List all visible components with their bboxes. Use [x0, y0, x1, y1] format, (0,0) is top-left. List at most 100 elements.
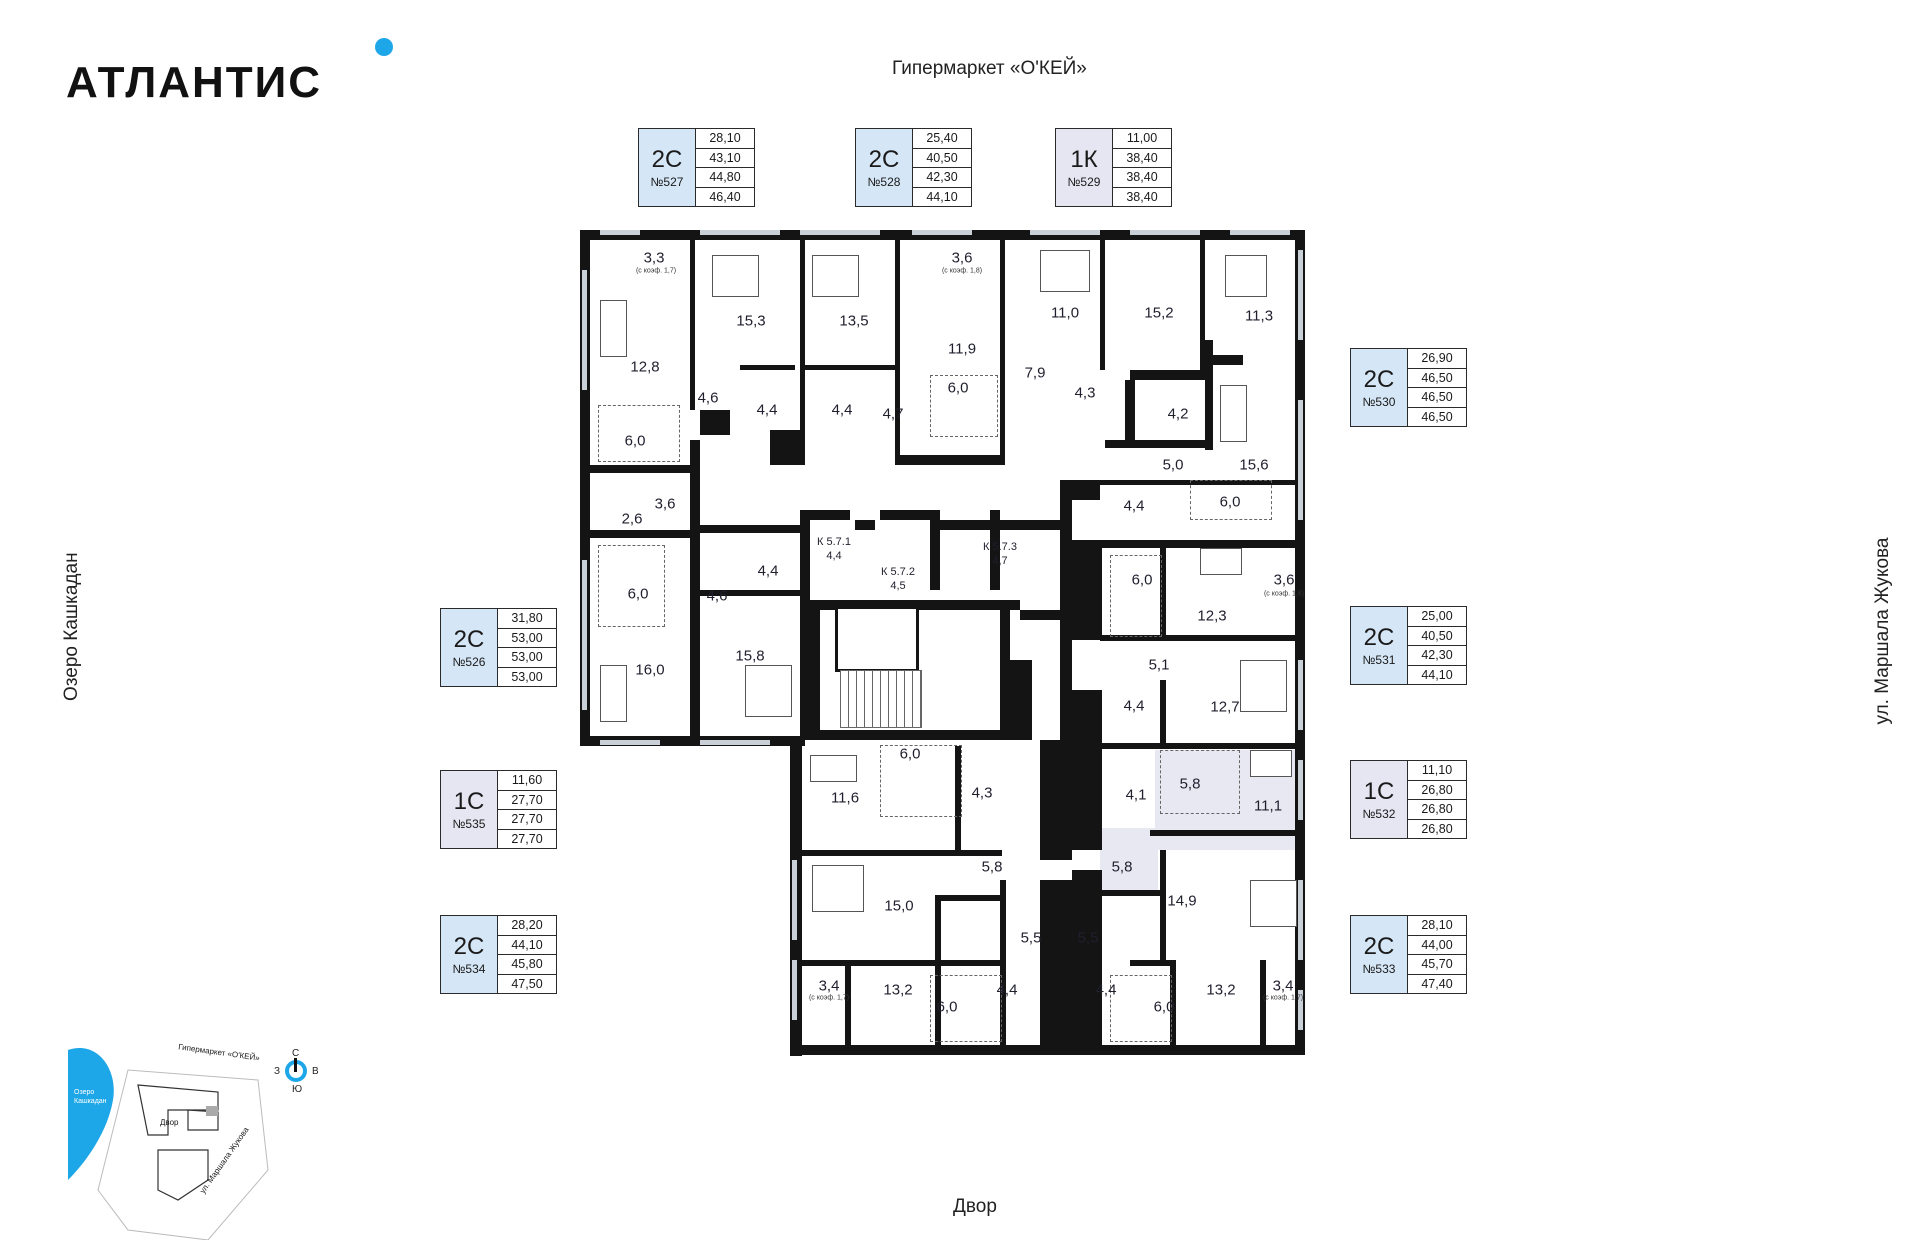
- apartment-number: №534: [452, 961, 486, 976]
- room-area: 6,0: [947, 379, 969, 397]
- corridor-id: К 5.7.3: [983, 541, 1017, 553]
- corridor-area: 4,5: [890, 580, 906, 592]
- room-area: 14,9: [1167, 892, 1197, 910]
- area-value: 46,40: [709, 189, 741, 204]
- area-value: 44,80: [696, 168, 754, 188]
- room-area: 3,6: [951, 249, 973, 267]
- apartment-type: 2С: [1363, 365, 1395, 393]
- compass-south: Ю: [292, 1084, 303, 1095]
- apartment-number: №527: [650, 174, 684, 189]
- area-value: 11,10: [1408, 761, 1466, 781]
- area-value: 38,40: [1126, 189, 1158, 204]
- site-map-drawing: [68, 1048, 269, 1241]
- room-area: 6,0: [936, 998, 958, 1016]
- corridor-id: К 5.7.1: [817, 536, 851, 548]
- area-value: 44,00: [1408, 936, 1466, 955]
- area-value: 43,10: [696, 149, 754, 168]
- room-area: 11,3: [1244, 307, 1274, 325]
- room-area: 4,4: [1123, 497, 1145, 515]
- area-value: 53,00: [498, 648, 556, 668]
- room-area: 13,5: [839, 312, 869, 330]
- room-area: 4,4: [1095, 981, 1117, 999]
- room-area: 11,6: [830, 789, 860, 807]
- room-area: 6,0: [899, 745, 921, 763]
- area-value: 45,80: [498, 955, 556, 975]
- area-value: 47,50: [511, 976, 543, 991]
- room-note: (с коэф. 1,8): [941, 267, 983, 275]
- apartment-number: №533: [1362, 961, 1396, 976]
- apartment-type: 2С: [1363, 623, 1395, 651]
- room-area: 3,6: [654, 495, 676, 513]
- minimap-yard: Двор: [160, 1118, 179, 1127]
- room-area: 15,2: [1144, 304, 1174, 322]
- room-area: 4,6: [697, 389, 719, 407]
- area-value: 11,00: [1113, 129, 1171, 149]
- room-note: (с коэф. 1,7): [808, 994, 850, 1002]
- area-value: 26,90: [1408, 349, 1466, 369]
- area-value: 25,40: [913, 129, 971, 149]
- room-note: (с коэф. 1,8): [1263, 590, 1305, 598]
- room-area: 11,9: [947, 340, 977, 358]
- area-value: 53,00: [498, 629, 556, 648]
- room-area: 15,3: [736, 312, 766, 330]
- minimap-lake: Озеро Кашкадан: [74, 1089, 107, 1105]
- area-value: 11,60: [498, 771, 556, 791]
- room-area: 12,8: [630, 358, 660, 376]
- room-area: 4,7: [882, 405, 904, 423]
- label-top: Гипермаркет «О'КЕЙ»: [892, 58, 1087, 79]
- brand-logo: АТЛАНТИС: [66, 58, 323, 107]
- room-area: 15,0: [884, 897, 914, 915]
- room-area: 2,6: [621, 510, 643, 528]
- corridor-area: 4,4: [826, 550, 842, 562]
- apartment-number: №532: [1362, 806, 1396, 821]
- apartment-number: №528: [867, 174, 901, 189]
- area-value: 38,40: [1113, 149, 1171, 168]
- area-value: 42,30: [1408, 646, 1466, 666]
- apartment-number: №530: [1362, 394, 1396, 409]
- room-area: 13,2: [883, 981, 913, 999]
- room-area: 5,8: [1179, 775, 1201, 793]
- room-area: 12,3: [1197, 607, 1227, 625]
- room-area: 6,0: [624, 432, 646, 450]
- compass-west: З: [274, 1066, 281, 1077]
- room-area: 15,8: [735, 647, 765, 665]
- room-area: 16,0: [635, 661, 665, 679]
- area-value: 47,40: [1421, 976, 1453, 991]
- room-area: 4,4: [756, 401, 778, 419]
- corridor-area: 4,7: [992, 555, 1008, 567]
- area-value: 40,50: [913, 149, 971, 168]
- area-value: 40,50: [1408, 627, 1466, 646]
- room-area: 3,3: [643, 249, 665, 267]
- room-area: 6,0: [627, 585, 649, 603]
- area-value: 28,10: [1408, 916, 1466, 936]
- label-bottom: Двор: [953, 1196, 997, 1217]
- apartment-type: 2С: [1363, 932, 1395, 960]
- room-note: (с коэф. 1,7): [635, 267, 677, 275]
- room-area: 5,0: [1162, 456, 1184, 474]
- apartment-type: 1К: [1070, 145, 1098, 173]
- room-area: 5,8: [1111, 858, 1133, 876]
- room-area: 11,1: [1253, 797, 1283, 815]
- apartment-number: №526: [452, 654, 486, 669]
- room-area: 4,4: [996, 981, 1018, 999]
- corridor-id: К 5.7.2: [881, 566, 915, 578]
- apartment-type: 2С: [868, 145, 900, 173]
- area-value: 42,30: [913, 168, 971, 188]
- room-area: 4,4: [757, 562, 779, 580]
- site-minimap: Гипермаркет «О'КЕЙ» Озеро Кашкадан Двор …: [68, 1040, 308, 1241]
- apartment-number: №529: [1067, 174, 1101, 189]
- label-left: Озеро Кашкадан: [61, 552, 82, 701]
- highlighted-building: [206, 1106, 218, 1116]
- room-area: 4,2: [1167, 405, 1189, 423]
- area-value: 38,40: [1113, 168, 1171, 188]
